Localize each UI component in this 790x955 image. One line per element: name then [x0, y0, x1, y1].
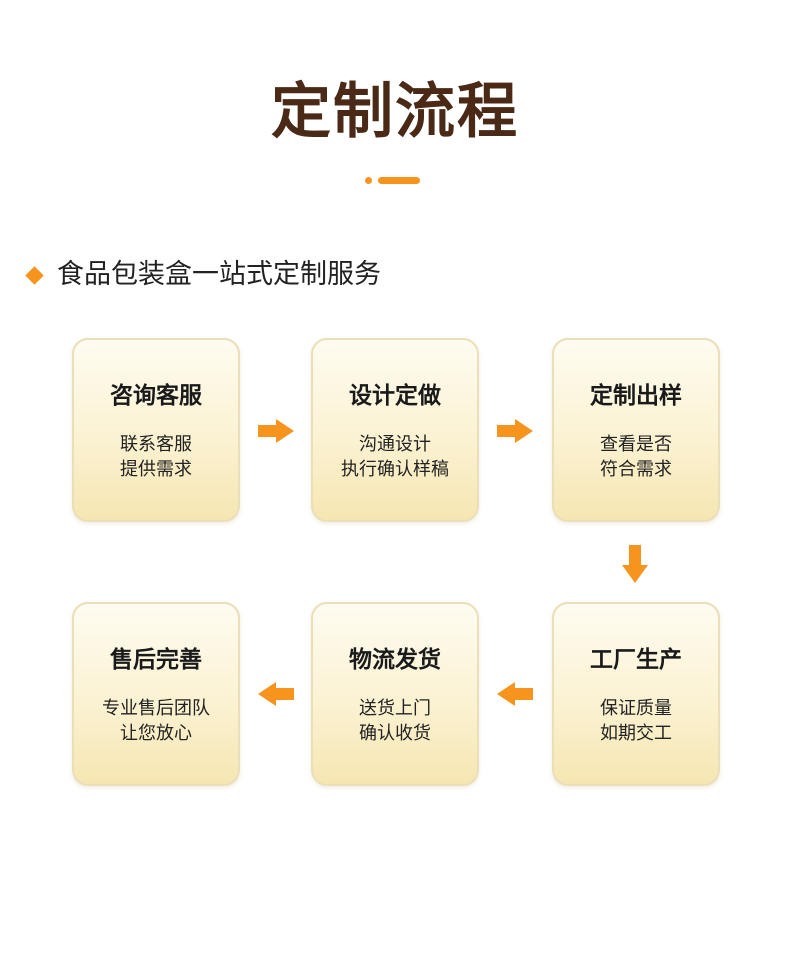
step-desc-line: 提供需求: [120, 459, 192, 480]
step-desc-line: 执行确认样稿: [341, 459, 449, 480]
step-description: 专业售后团队 让您放心: [74, 696, 238, 746]
step-card-design: 设计定做 沟通设计 执行确认样稿: [311, 338, 479, 522]
subtitle-text: 食品包装盒一站式定制服务: [57, 259, 381, 290]
step-title: 物流发货: [349, 647, 441, 673]
step-desc-line: 符合需求: [600, 459, 672, 480]
step-card-consult: 咨询客服 联系客服 提供需求: [72, 338, 240, 522]
step-title: 定制出样: [590, 383, 682, 409]
step-description: 保证质量 如期交工: [554, 696, 718, 746]
step-card-sample: 定制出样 查看是否 符合需求: [552, 338, 720, 522]
step-desc-line: 专业售后团队: [102, 698, 210, 719]
step-description: 送货上门 确认收货: [313, 696, 477, 746]
step-title: 设计定做: [349, 383, 441, 409]
arrow-left-icon: [497, 682, 533, 706]
step-desc-line: 如期交工: [600, 723, 672, 744]
step-desc-line: 沟通设计: [359, 434, 431, 455]
arrow-right-icon: [258, 419, 294, 443]
step-card-production: 工厂生产 保证质量 如期交工: [552, 602, 720, 786]
arrow-left-icon: [258, 682, 294, 706]
step-description: 沟通设计 执行确认样稿: [313, 432, 477, 482]
step-card-aftersales: 售后完善 专业售后团队 让您放心: [72, 602, 240, 786]
step-title: 工厂生产: [590, 647, 682, 673]
step-card-shipping: 物流发货 送货上门 确认收货: [311, 602, 479, 786]
step-desc-line: 送货上门: [359, 698, 431, 719]
step-desc-line: 查看是否: [600, 434, 672, 455]
step-desc-line: 确认收货: [359, 723, 431, 744]
step-desc-line: 保证质量: [600, 698, 672, 719]
arrow-right-icon: [497, 419, 533, 443]
subtitle: 食品包装盒一站式定制服务: [25, 255, 381, 295]
step-desc-line: 让您放心: [120, 723, 192, 744]
step-desc-line: 联系客服: [120, 434, 192, 455]
decoration-dot: [365, 177, 372, 184]
step-description: 查看是否 符合需求: [554, 432, 718, 482]
step-title: 售后完善: [110, 647, 202, 673]
page-title: 定制流程: [271, 77, 519, 147]
arrow-down-icon: [622, 545, 648, 583]
decoration-bar: [378, 177, 420, 184]
title-decoration: [365, 176, 425, 184]
step-description: 联系客服 提供需求: [74, 432, 238, 482]
step-title: 咨询客服: [110, 383, 202, 409]
diamond-icon: [25, 265, 44, 285]
